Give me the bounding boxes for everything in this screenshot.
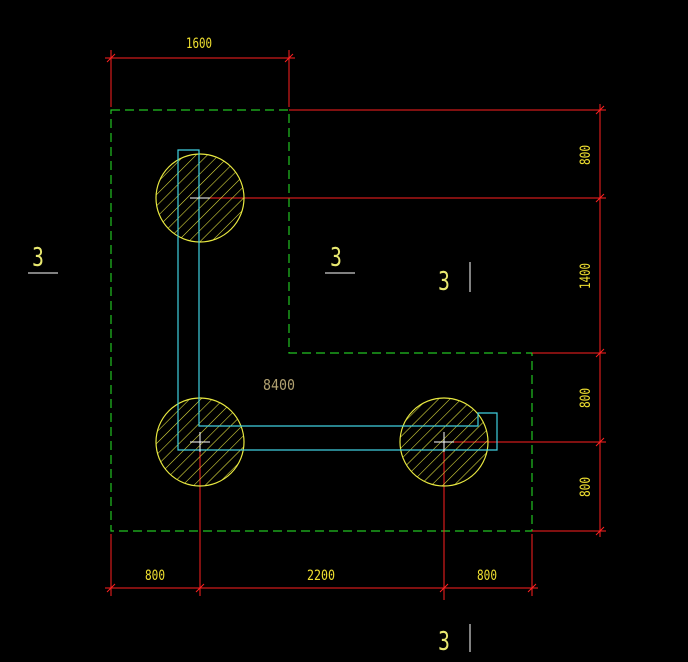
pile-center-marks (190, 197, 454, 452)
section-mark-bottom: 3 (438, 624, 471, 657)
dim-bottom-middle: 2200 (307, 568, 335, 584)
dim-top-width: 1600 (186, 36, 212, 52)
dimension-lines (105, 50, 606, 600)
section-mark-middle: 3 (325, 243, 355, 274)
dimension-texts: 1600 800 1400 800 800 800 2200 800 (145, 36, 594, 584)
total-length-label: 8400 (263, 376, 295, 394)
section-label-right-upper: 3 (438, 267, 450, 296)
dim-bottom-right: 800 (477, 568, 497, 584)
dim-right-lower-a: 800 (578, 388, 594, 408)
section-label-bottom: 3 (438, 627, 450, 656)
dim-bottom-left: 800 (145, 568, 165, 584)
section-mark-left: 3 (28, 243, 58, 274)
dim-right-lower-b: 800 (578, 477, 594, 497)
dim-right-middle: 1400 (578, 263, 594, 289)
section-label-left-upper: 3 (32, 243, 44, 272)
beam-outline (177, 149, 498, 451)
section-mark-right: 3 (438, 262, 471, 297)
dim-right-upper: 800 (578, 145, 594, 165)
section-label-middle-upper: 3 (330, 243, 342, 272)
